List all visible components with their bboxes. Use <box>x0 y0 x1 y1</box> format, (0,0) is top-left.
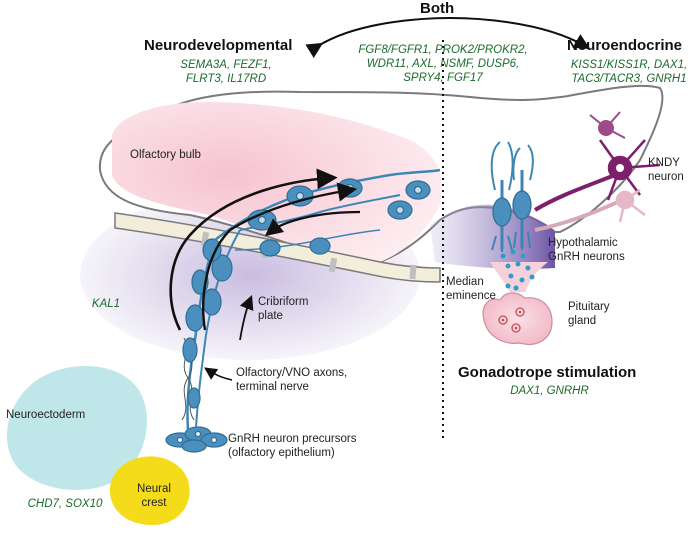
neural-crest-label-line-1: Neural <box>137 483 171 495</box>
cribriform-plate-label-line-1: Cribriform <box>258 296 309 308</box>
heading-both: Both <box>420 0 455 17</box>
shared-genes-line-1: FGF8/FGFR1, PROK2/PROKR2, <box>358 44 528 56</box>
neurodevelopmental-genes-line-1: SEMA3A, FEZF1, <box>180 59 272 71</box>
cribriform-plate-label-line-2: plate <box>258 310 283 322</box>
neuroectoderm-blob <box>6 365 147 491</box>
neuroectoderm-label: Neuroectoderm <box>6 409 86 421</box>
pituitary-gland <box>482 292 553 345</box>
gnrh-precursors-label: GnRH neuron precursors (olfactory epithe… <box>228 432 356 460</box>
kal1-gene: KAL1 <box>91 298 121 310</box>
heading-gonadotrope-stimulation: Gonadotrope stimulation <box>458 364 637 381</box>
gonadotrope-genes: DAX1, GNRHR <box>510 385 589 397</box>
neuroendocrine-genes: KISS1/KISS1R, DAX1, TAC3/TACR3, GNRH1 <box>560 58 698 86</box>
axons-arrow <box>204 367 233 381</box>
gnrh-precursors-label-line-2: (olfactory epithelium) <box>228 447 335 459</box>
median-eminence-label-line-1: Median <box>446 276 484 288</box>
median-eminence-label: Median eminence <box>446 275 496 303</box>
shared-genes: FGF8/FGFR1, PROK2/PROKR2, WDR11, AXL, NS… <box>333 43 553 85</box>
migration-arrow-middle <box>202 182 358 331</box>
hypothalamic-gnrh-label: Hypothalamic GnRH neurons <box>548 236 625 264</box>
migration-arrow-inner <box>264 210 361 237</box>
neural-crest-blob <box>109 456 190 525</box>
shared-genes-line-2: WDR11, AXL, NSMF, DUSP6, <box>366 58 520 70</box>
pituitary-gland-label-line-1: Pituitary <box>568 301 610 313</box>
olfactory-bulb-shape <box>112 101 442 262</box>
neuroendocrine-genes-line-1: KISS1/KISS1R, DAX1, <box>570 59 688 71</box>
kndy-neurons <box>533 111 661 232</box>
both-double-arrow <box>305 16 591 59</box>
cribriform-arrow <box>239 294 254 341</box>
gnrh-secretion-dots <box>500 249 535 291</box>
neuroendocrine-genes-line-2: TAC3/TACR3, GNRH1 <box>571 73 687 85</box>
cribriform-plate-label: Cribriform plate <box>258 295 308 323</box>
kndy-neuron-label: KNDY neuron <box>648 156 684 184</box>
axons-label-line-2: terminal nerve <box>236 381 309 393</box>
neural-crest-label-line-2: crest <box>141 497 167 509</box>
hypothalamic-gnrh-label-line-1: Hypothalamic <box>548 237 618 249</box>
hypothalamic-gnrh-neurons <box>490 141 534 252</box>
neurodevelopmental-genes: SEMA3A, FEZF1, FLRT3, IL17RD <box>166 58 286 86</box>
pituitary-gland-label: Pituitary gland <box>568 300 610 328</box>
olfactory-bulb-label: Olfactory bulb <box>130 149 201 161</box>
axons-label-line-1: Olfactory/VNO axons, <box>236 367 348 379</box>
heading-neuroendocrine: Neuroendocrine <box>567 37 683 54</box>
neural-crest-label: Neural crest <box>133 482 175 510</box>
neural-crest-genes: CHD7, SOX10 <box>27 498 103 510</box>
hypothalamus-region <box>430 204 555 269</box>
kndy-neuron-label-line-2: neuron <box>648 171 684 183</box>
kndy-neuron-label-line-1: KNDY <box>648 157 680 169</box>
neurodevelopmental-genes-line-2: FLRT3, IL17RD <box>185 73 267 85</box>
hypothalamic-gnrh-label-line-2: GnRH neurons <box>548 251 625 263</box>
heading-neurodevelopmental: Neurodevelopmental <box>144 37 293 54</box>
pituitary-gland-label-line-2: gland <box>568 315 597 327</box>
axons-label: Olfactory/VNO axons, terminal nerve <box>236 366 347 394</box>
gnrh-precursors-label-line-1: GnRH neuron precursors <box>228 433 357 445</box>
gnrh-migrating-neurons <box>165 168 441 453</box>
median-eminence-label-line-2: eminence <box>446 290 496 302</box>
median-eminence <box>490 262 548 292</box>
shared-genes-line-3: SPRY4, FGF17 <box>403 72 483 84</box>
migration-arrow-outer <box>169 168 338 331</box>
